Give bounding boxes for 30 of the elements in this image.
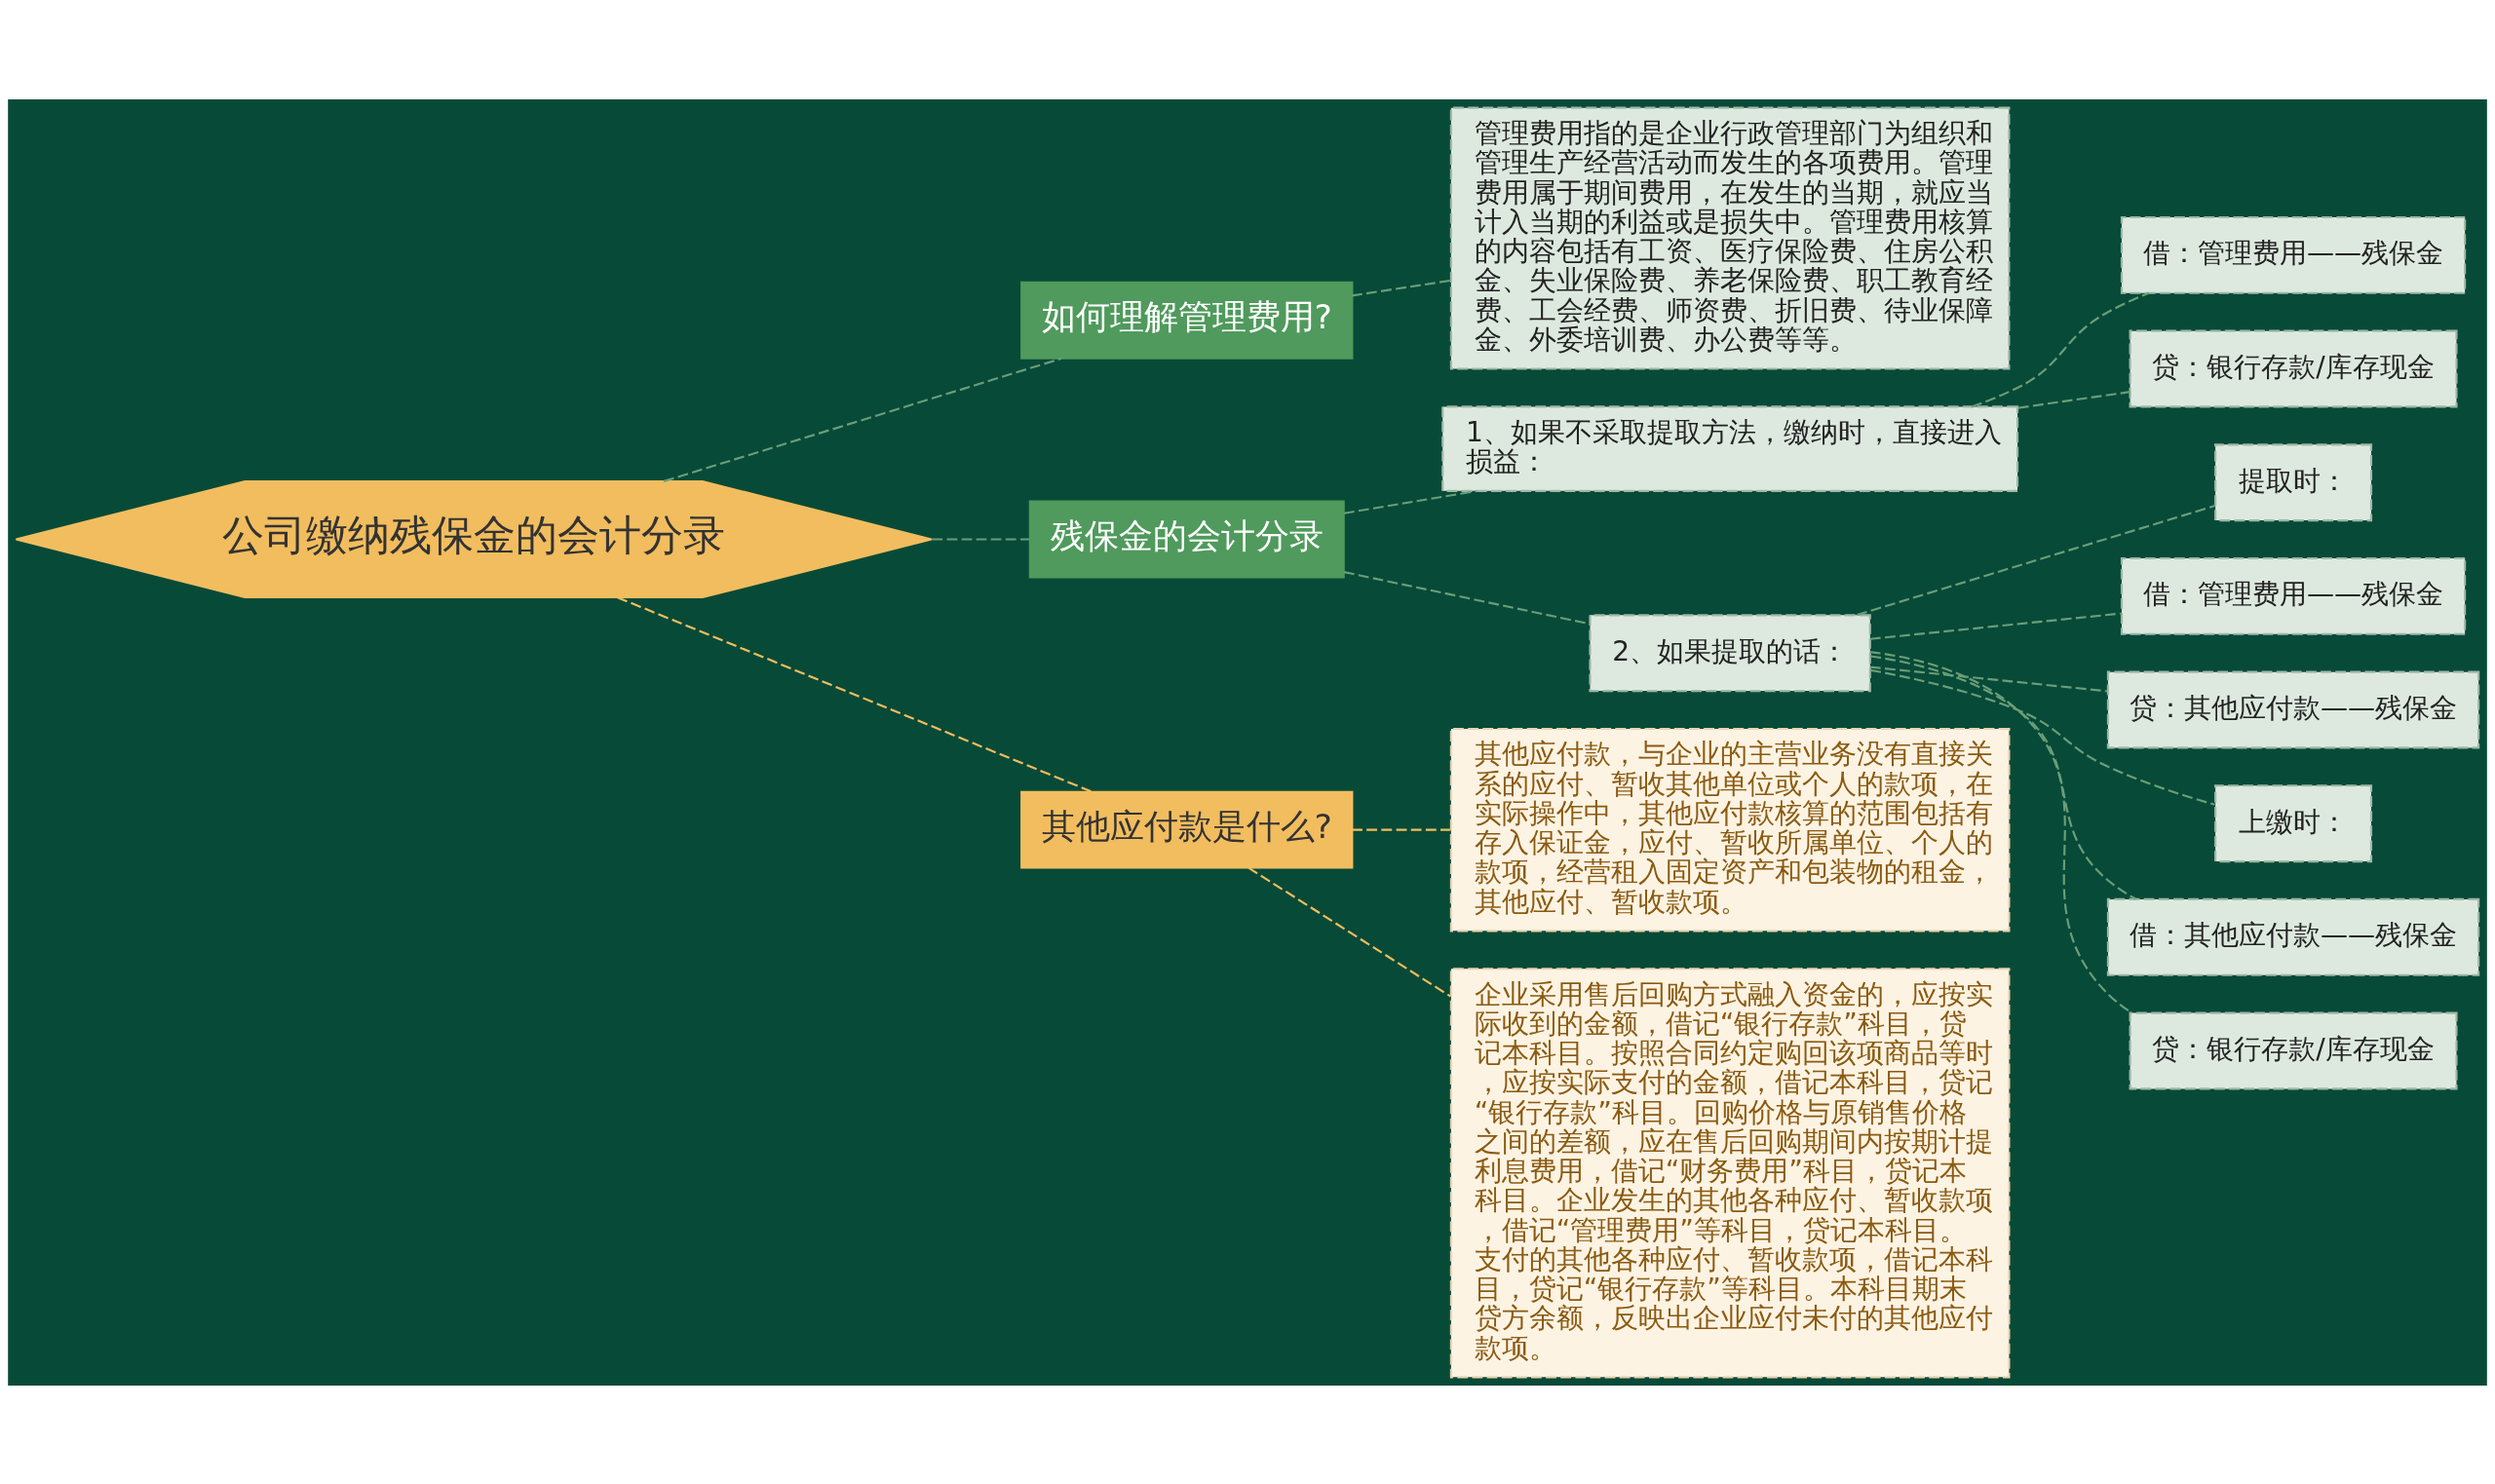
connector bbox=[1248, 866, 1452, 998]
node-box: 2、如果提取的话： bbox=[1589, 613, 1871, 692]
node-box: 企业采用售后回购方式融入资金的，应按实际收到的金额，借记“银行存款”科目，贷记本科目。按照合同约定购回该项商品等时，应按实际支付的金额，借记本科目，贷记“银行存款”科目。回购价格与原销售价格之间的差额，应在售后回购期间内按期计提利息费用，借记“财务费用”科目，贷记本科目。企业发生的其他各种应付、暂收款项，借记“管理费用”等科目，贷记本科目。支付的其他各种应付、暂收款项，借记本科目，贷记“银行存款”等科目。本科目期末贷方余额，反映出企业应付未付的其他应付款项。 bbox=[1449, 967, 2011, 1378]
node-box: 借：管理费用——残保金 bbox=[2120, 215, 2467, 294]
connector bbox=[617, 595, 1093, 793]
connector bbox=[1870, 654, 2136, 899]
node-box: 上缴时： bbox=[2214, 783, 2373, 862]
connector bbox=[932, 537, 1030, 541]
connector bbox=[1869, 666, 2108, 692]
node-box: 贷：银行存款/库存现金 bbox=[2129, 1011, 2458, 1089]
node-box: 其他应付款，与企业的主营业务没有直接关系的应付、暂收其他单位或个人的款项，在实际操作中，其他应付款核算的范围包括有存入保证金，应付、暂收所属单位、个人的款项，经营租入固定资产和包装物的租金，其他应付、暂收款项。 bbox=[1449, 727, 2011, 932]
connector bbox=[1870, 611, 2123, 640]
connector bbox=[1971, 291, 2150, 407]
connector bbox=[1352, 279, 1451, 296]
node-box: 借：其他应付款——残保金 bbox=[2106, 897, 2480, 976]
connector bbox=[1343, 489, 1477, 514]
node-box: 贷：银行存款/库存现金 bbox=[2129, 329, 2458, 407]
connector bbox=[1352, 828, 1451, 831]
node-box: 贷：其他应付款——残保金 bbox=[2106, 670, 2480, 748]
node-box: 残保金的会计分录 bbox=[1028, 500, 1345, 578]
node-box: 其他应付款是什么? bbox=[1020, 790, 1354, 869]
connector bbox=[663, 357, 1062, 482]
node-box: 提取时： bbox=[2214, 442, 2373, 521]
connector bbox=[1857, 504, 2215, 616]
node-box: 管理费用指的是企业行政管理部门为组织和管理生产经营活动而发生的各项费用。管理费用属于期间费用，在发生的当期，就应当计入当期的利益或是损失中。管理费用核算的内容包括有工资、医疗保险费、住房公积金、失业保险费、养老保险费、职工教育经费、工会经费、师资费、折旧费、待业保障金、外委培训费、办公费等等。 bbox=[1449, 106, 2011, 370]
node-box: 1、如果不采取提取方法，缴纳时，直接进入损益： bbox=[1441, 404, 2019, 492]
node-box: 借：管理费用——残保金 bbox=[2120, 556, 2467, 635]
connector bbox=[2017, 390, 2130, 409]
node-box: 如何理解管理费用? bbox=[1020, 281, 1354, 360]
connector bbox=[1870, 668, 2215, 806]
